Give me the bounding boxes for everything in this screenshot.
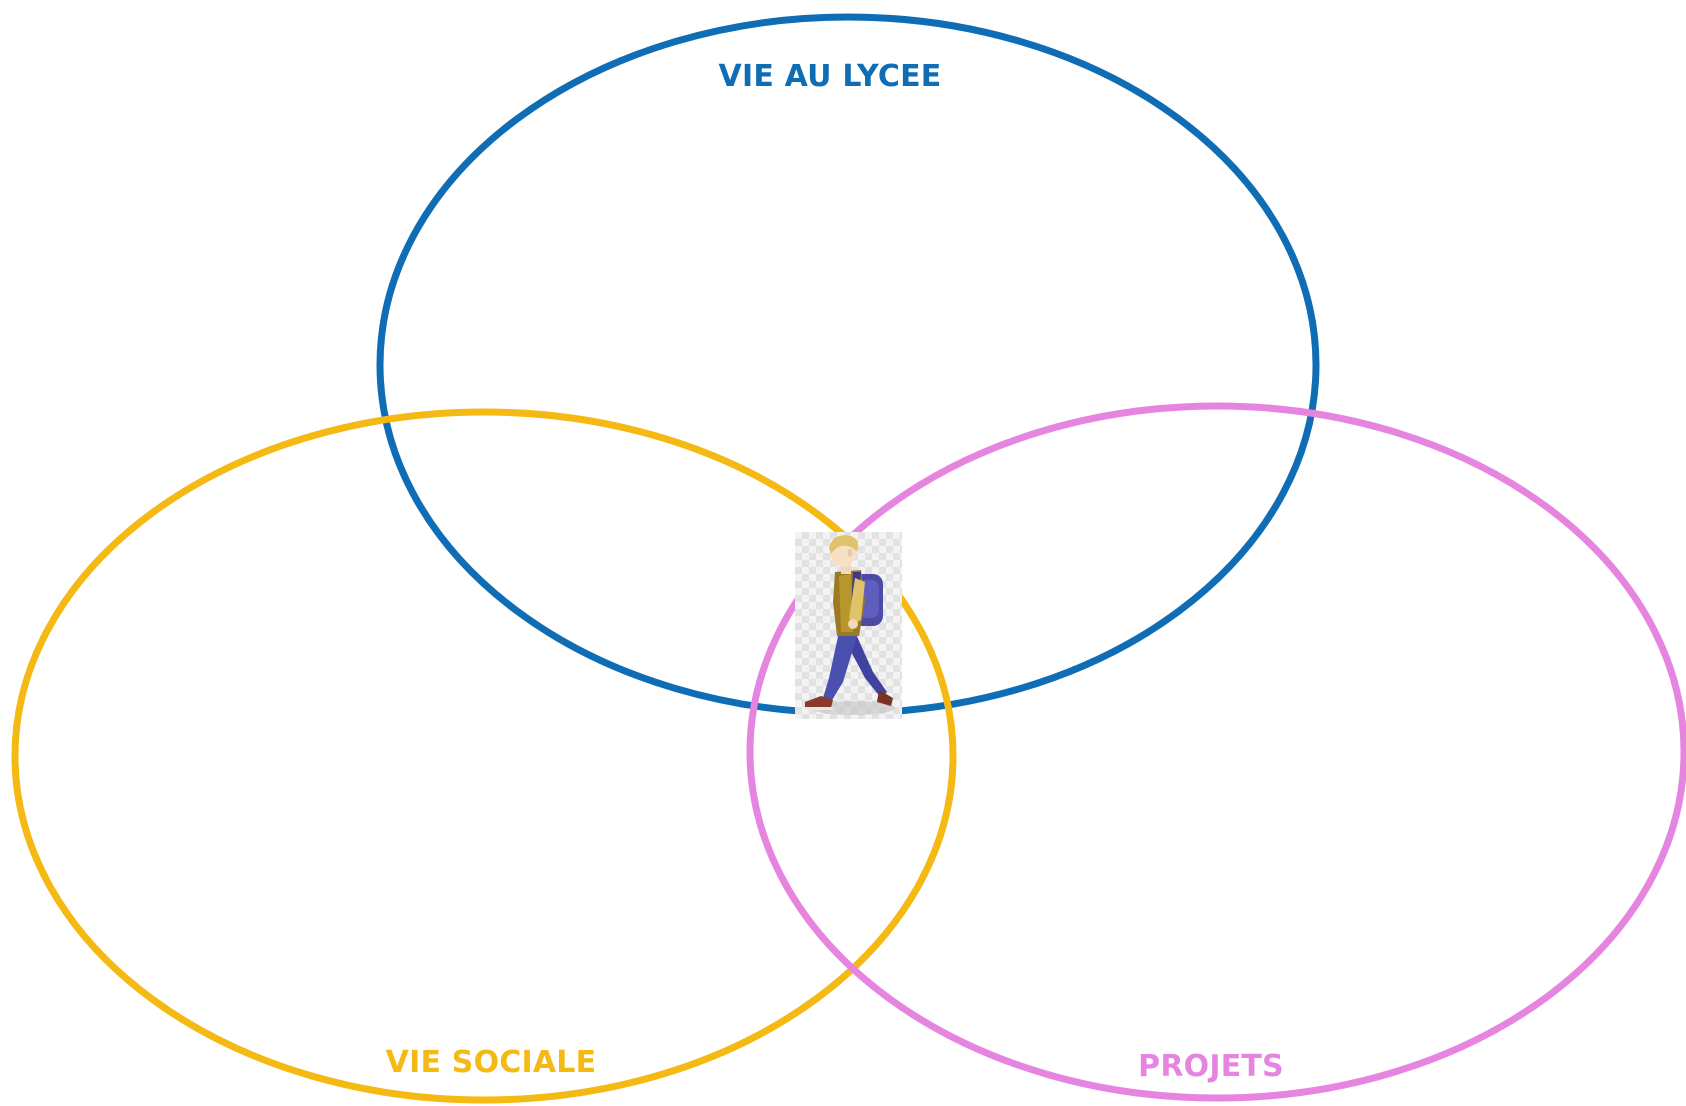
label-vie-au-lycee: VIE AU LYCEE: [718, 59, 942, 94]
label-projets: PROJETS: [1138, 1049, 1284, 1084]
student-walking-icon: [795, 532, 902, 719]
label-vie-sociale: VIE SOCIALE: [385, 1045, 597, 1080]
circle-projets: [746, 402, 1686, 1102]
circle-vie-sociale: [11, 408, 957, 1104]
